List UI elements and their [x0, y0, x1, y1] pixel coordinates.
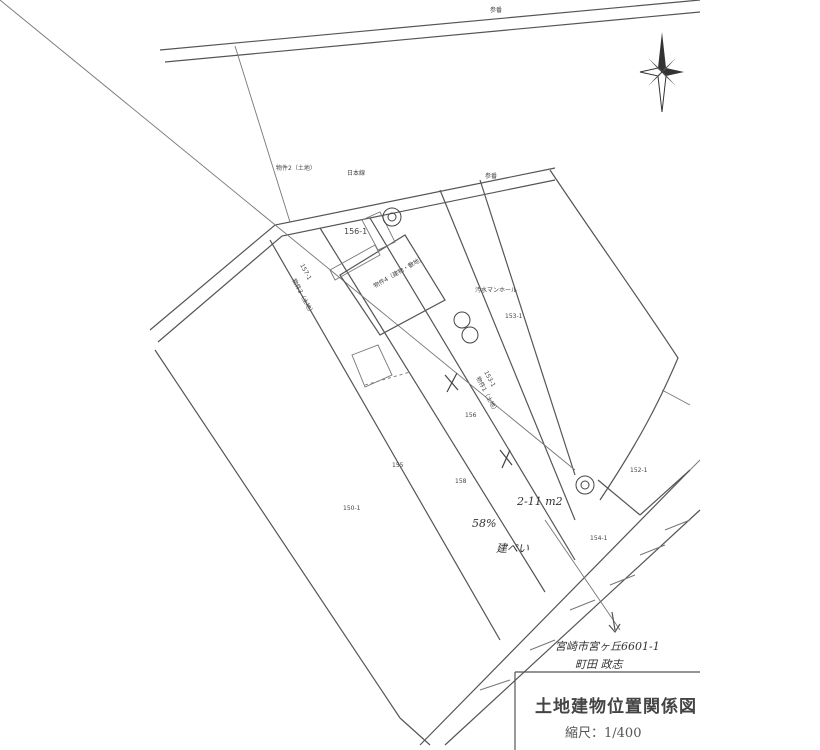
- hand-name: 町田 政志: [575, 658, 624, 671]
- hand-note: 建ぺい: [496, 542, 529, 555]
- label-japanese: 日本線: [347, 169, 365, 177]
- label-lot-156: 156: [465, 412, 477, 419]
- roads: [149, 0, 701, 746]
- title-box: [514, 671, 700, 750]
- label-lot-156-1: 156-1: [344, 227, 367, 236]
- label-lot-150-1: 150-1: [343, 505, 361, 512]
- north-arrow-icon: [639, 32, 684, 113]
- hand-area: 2-11 m2: [516, 495, 563, 508]
- label-manhole: 汚水マンホール: [475, 286, 517, 294]
- drawing-title: 土地建物位置関係図: [535, 697, 697, 717]
- label-lot-152-1: 152-1: [630, 467, 648, 474]
- label-road-top: 参番: [490, 6, 502, 14]
- parcels: [0, 0, 691, 746]
- label-lot-153: 153-1: [505, 313, 523, 320]
- road-hatches: [479, 519, 691, 691]
- drawing-scale: 縮尺：1/400: [565, 726, 642, 741]
- label-road-mid: 参番: [485, 172, 497, 180]
- hand-pct: 58%: [472, 517, 496, 530]
- label-lot-155: 155: [392, 462, 404, 469]
- x-marks: [444, 372, 513, 469]
- hand-address: 宮崎市宮ヶ丘6601-1: [555, 640, 660, 653]
- label-property2: 物件2（土地）: [276, 164, 316, 172]
- tree-icons: [382, 207, 595, 495]
- label-lot-154-1: 154-1: [590, 535, 608, 542]
- label-lot-157-1: 157-1: [298, 263, 312, 282]
- label-lot-158: 158: [455, 478, 467, 485]
- label-property3: 物件3（土地）: [290, 277, 316, 316]
- label-property4: 物件4（建物・敷地）: [372, 254, 426, 290]
